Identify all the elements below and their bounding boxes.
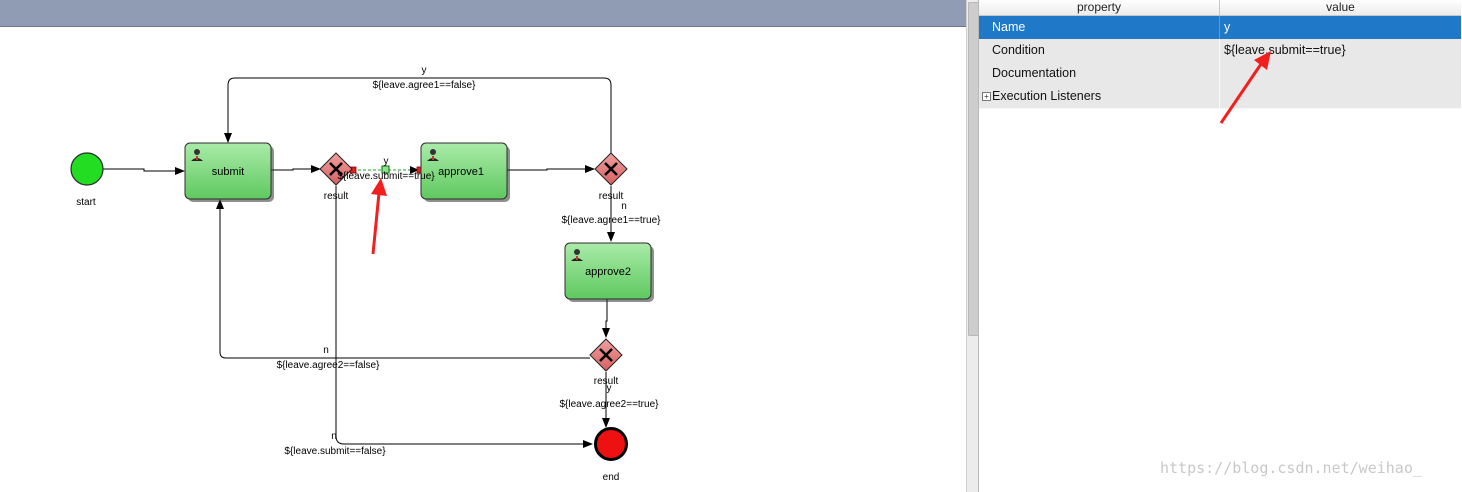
task-submit-label: submit xyxy=(212,166,244,178)
flow-condition-label: ${leave.submit==false} xyxy=(284,446,386,457)
flow-name-label: n xyxy=(323,345,329,356)
property-row-execution-listeners[interactable]: + Execution Listeners xyxy=(979,85,1461,109)
flow-name-label: n xyxy=(331,431,337,442)
property-row-name[interactable]: Name y xyxy=(979,16,1461,40)
flow-condition-label: ${leave.submit==true} xyxy=(337,171,435,182)
start-event[interactable]: start xyxy=(70,152,104,208)
flow-name-label: y xyxy=(384,156,389,167)
property-name: Condition xyxy=(992,43,1045,57)
task-submit[interactable]: submit xyxy=(184,142,274,202)
flow-start-to-submit[interactable] xyxy=(103,167,185,175)
property-row-documentation[interactable]: Documentation xyxy=(979,62,1461,86)
selection-handle[interactable] xyxy=(381,165,390,174)
user-icon xyxy=(571,249,583,261)
flow-gateway3-to-submit[interactable] xyxy=(216,199,590,359)
flow-condition-label: ${leave.agree1==false} xyxy=(373,80,477,91)
column-divider xyxy=(1219,16,1220,39)
sequence-flows xyxy=(103,77,615,448)
watermark-text: https://blog.csdn.net/weihao_ xyxy=(1160,459,1422,477)
properties-panel: property value Name y Condition ${leave.… xyxy=(978,0,1462,492)
gateway-3-label: result xyxy=(594,376,619,387)
properties-table-header: property value xyxy=(979,0,1461,16)
x-gateway-icon xyxy=(329,162,343,176)
start-event-label: start xyxy=(76,197,96,208)
column-divider xyxy=(1219,85,1220,108)
exclusive-gateway-2[interactable]: result xyxy=(594,152,628,202)
flow-labels: y ${leave.agree1==false} y ${leave.submi… xyxy=(277,65,662,457)
x-gateway-icon xyxy=(599,348,613,362)
column-divider xyxy=(1219,62,1220,85)
canvas-header-bar xyxy=(0,0,966,27)
flow-condition-label: ${leave.agree2==true} xyxy=(560,399,660,410)
task-approve2-label: approve2 xyxy=(585,266,631,278)
property-name: Documentation xyxy=(992,66,1077,80)
flow-name-label: n xyxy=(621,201,627,212)
property-name: Name xyxy=(992,20,1026,34)
exclusive-gateway-1[interactable]: result xyxy=(319,152,353,202)
user-icon xyxy=(191,149,203,161)
end-event[interactable]: end xyxy=(594,427,628,484)
property-value[interactable]: ${leave.submit==true} xyxy=(1224,43,1346,57)
task-approve2[interactable]: approve2 xyxy=(564,242,654,302)
expand-icon[interactable]: + xyxy=(982,92,991,101)
gateway-2-label: result xyxy=(599,191,624,202)
end-event-label: end xyxy=(603,472,620,483)
exclusive-gateway-3[interactable]: result xyxy=(589,338,623,387)
bpmn-diagram[interactable]: start end submit xyxy=(0,0,966,492)
x-gateway-icon xyxy=(604,162,618,176)
red-arrow-icon xyxy=(1219,51,1271,124)
diagram-canvas-area[interactable]: start end submit xyxy=(0,0,966,492)
value-column-header[interactable]: value xyxy=(1326,0,1355,14)
gateway-1-label: result xyxy=(324,191,349,202)
flow-submit-to-gateway1[interactable] xyxy=(271,165,321,173)
property-value[interactable]: y xyxy=(1224,20,1231,34)
column-divider xyxy=(1219,39,1220,62)
flow-condition-label: ${leave.agree2==false} xyxy=(277,360,381,371)
user-icon xyxy=(427,149,439,161)
flow-condition-label: ${leave.agree1==true} xyxy=(562,215,662,226)
flow-gateway2-to-submit[interactable] xyxy=(224,77,612,153)
flow-approve1-to-gateway2[interactable] xyxy=(507,165,595,173)
task-approve1-label: approve1 xyxy=(438,166,484,178)
flow-approve2-to-gateway3[interactable] xyxy=(602,299,610,338)
red-arrow-icon xyxy=(371,178,387,255)
flow-name-label: y xyxy=(607,383,612,394)
flow-gateway1-to-end[interactable] xyxy=(335,186,593,448)
flow-name-label: y xyxy=(422,65,427,76)
property-column-header[interactable]: property xyxy=(979,0,1220,15)
task-approve1[interactable]: approve1 xyxy=(420,142,510,202)
property-name: Execution Listeners xyxy=(992,89,1102,103)
